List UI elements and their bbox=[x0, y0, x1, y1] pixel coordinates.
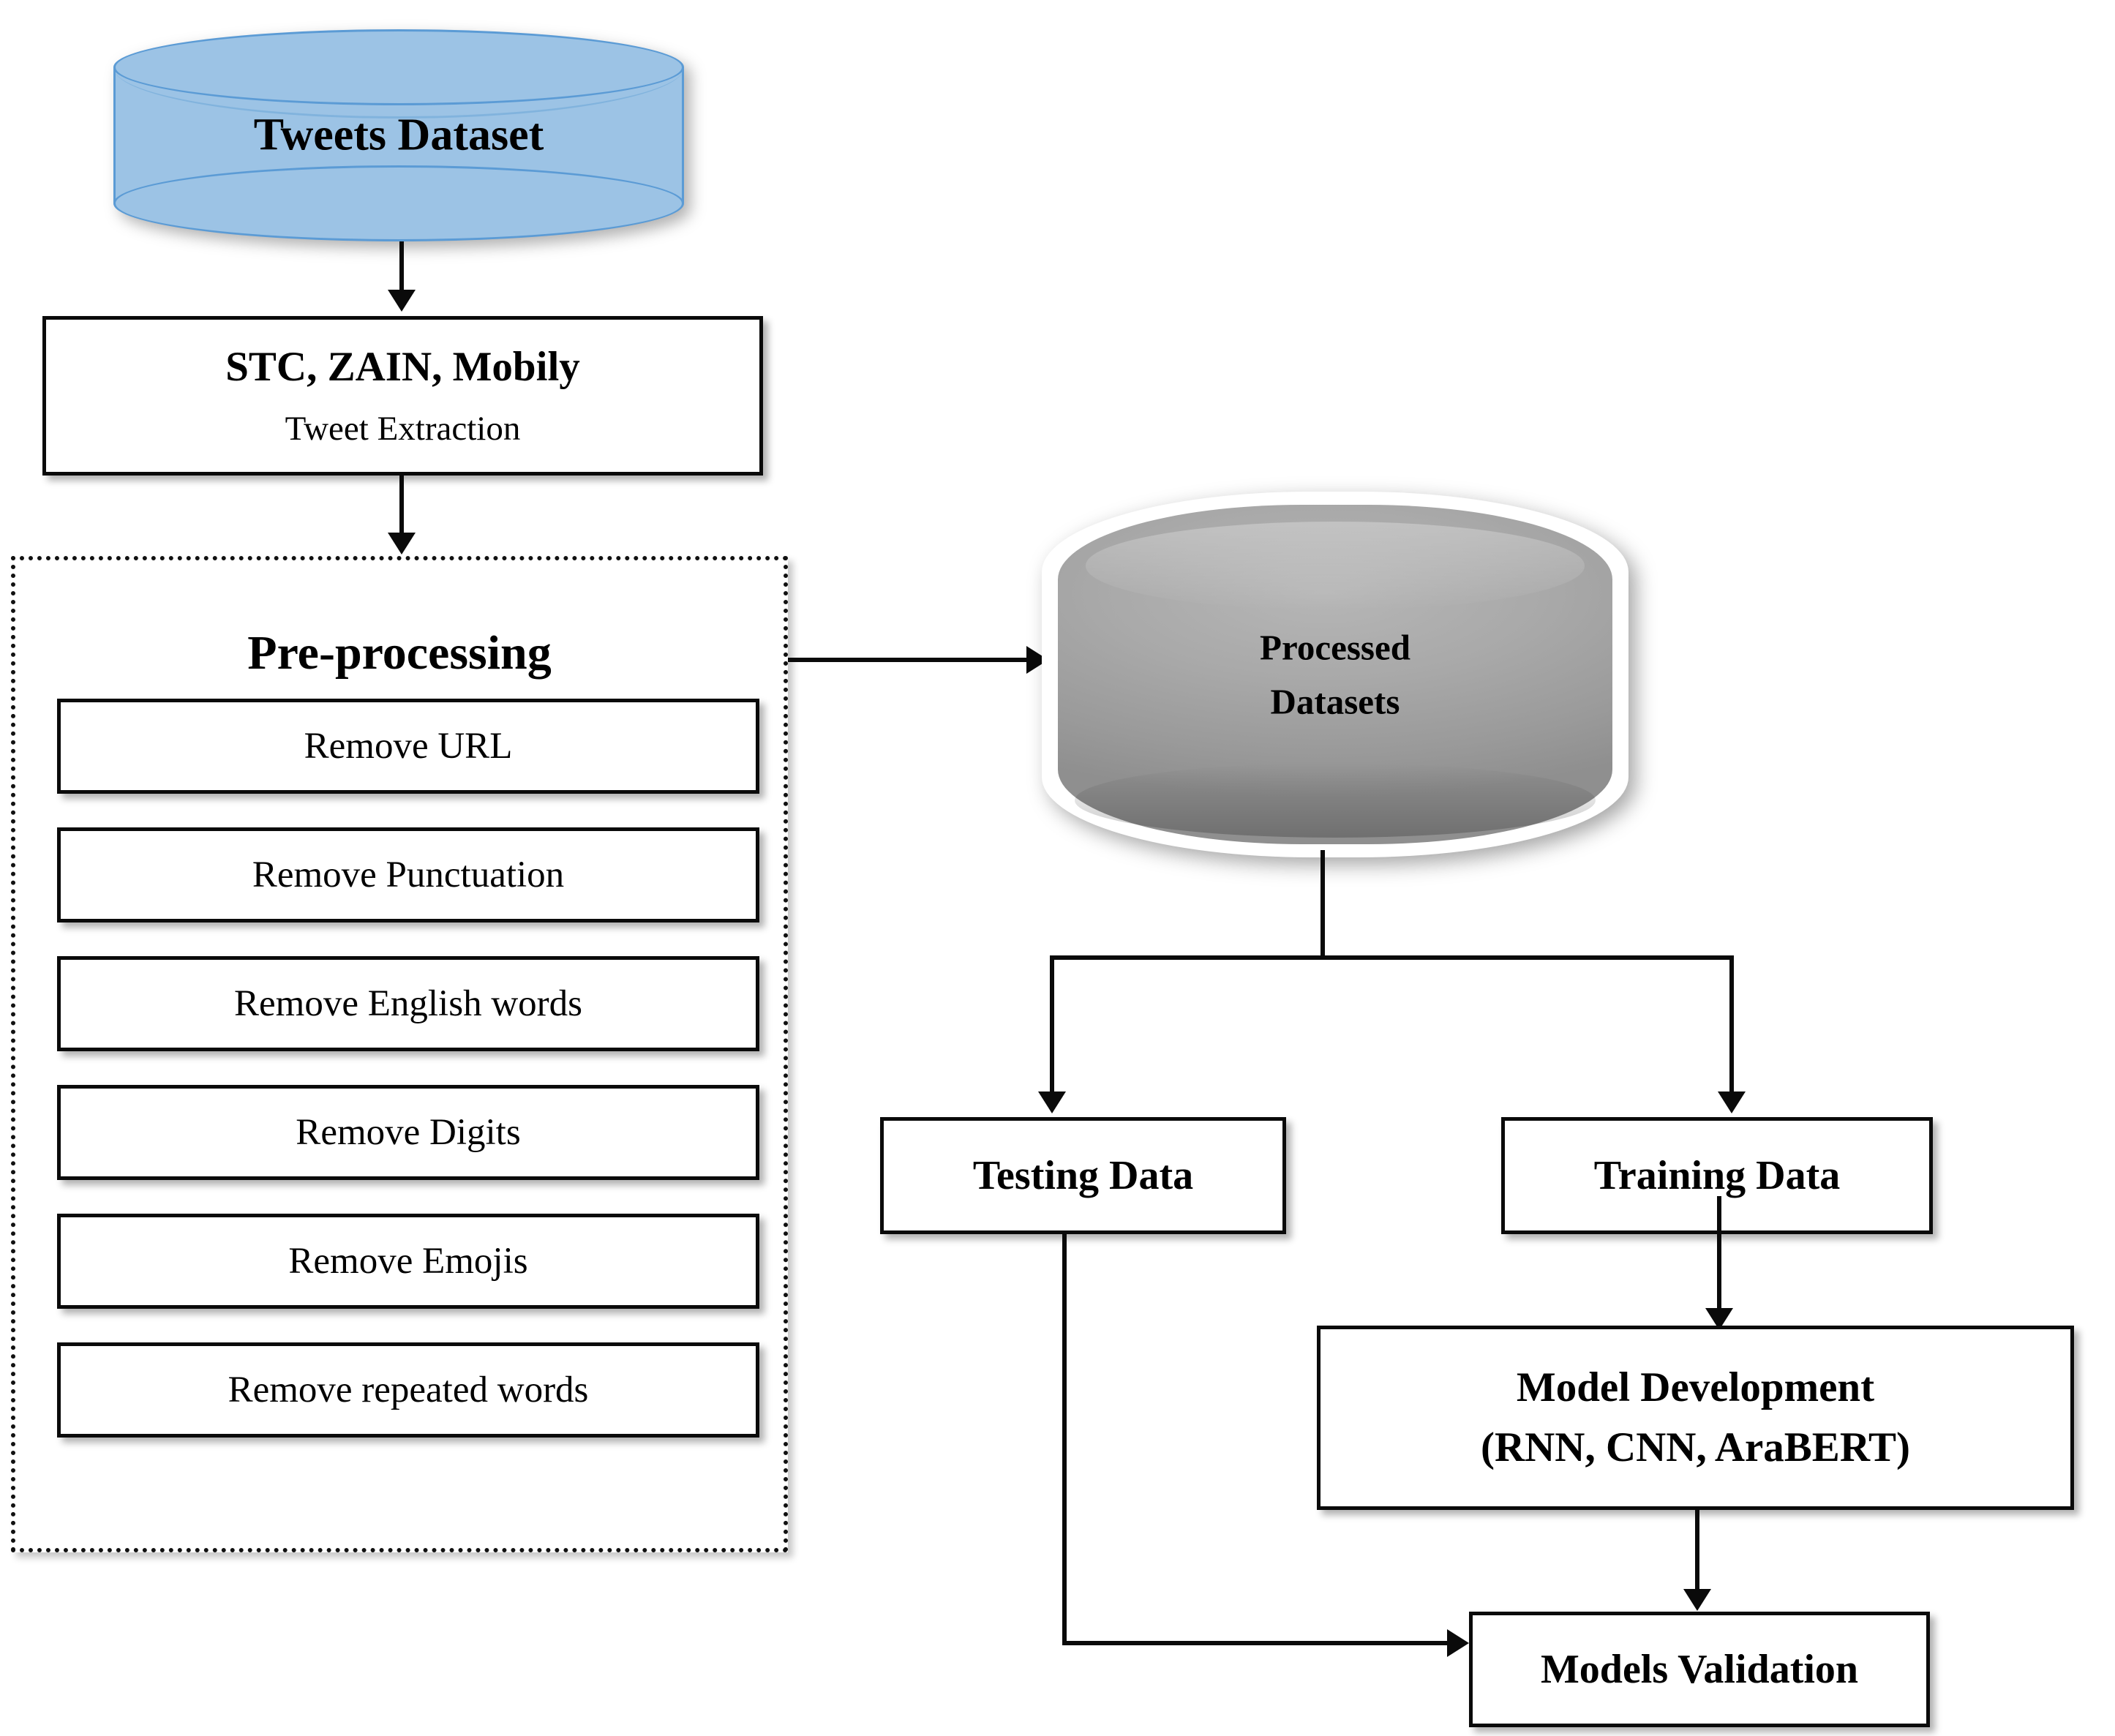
edge-preprocessing-to-processed-line bbox=[788, 658, 1029, 662]
edge-processed-to-testing-line bbox=[1050, 955, 1054, 1094]
edge-training-to-model-line bbox=[1717, 1196, 1721, 1319]
edge-testing-to-validation-horizontal bbox=[1062, 1641, 1450, 1645]
tweets-dataset-cylinder[interactable]: Tweets Dataset bbox=[113, 29, 684, 241]
edge-processed-split-crossbar bbox=[1050, 955, 1734, 960]
preprocessing-step-label: Remove URL bbox=[304, 725, 513, 767]
edge-processed-to-testing-arrowhead bbox=[1038, 1091, 1066, 1113]
edge-testing-to-validation-arrowhead bbox=[1447, 1629, 1469, 1657]
model-development-line-2: (RNN, CNN, AraBERT) bbox=[1481, 1424, 1910, 1470]
testing-data-label: Testing Data bbox=[972, 1152, 1194, 1198]
preprocessing-step-label: Remove English words bbox=[234, 982, 582, 1024]
cylinder-bottom-ellipse bbox=[113, 165, 684, 241]
edge-processed-to-training-arrowhead bbox=[1718, 1091, 1746, 1113]
barrel-bottom-shadow bbox=[1074, 762, 1596, 838]
preprocessing-step-remove-repeated-words[interactable]: Remove repeated words bbox=[57, 1342, 759, 1438]
preprocessing-step-remove-punctuation[interactable]: Remove Punctuation bbox=[57, 827, 759, 923]
testing-data-box[interactable]: Testing Data bbox=[880, 1117, 1286, 1234]
processed-datasets-line-2: Datasets bbox=[1270, 681, 1400, 721]
model-development-box[interactable]: Model Development (RNN, CNN, AraBERT) bbox=[1317, 1326, 2074, 1510]
preprocessing-step-remove-digits[interactable]: Remove Digits bbox=[57, 1085, 759, 1180]
tweets-dataset-label: Tweets Dataset bbox=[253, 110, 544, 160]
edge-processed-to-training-line bbox=[1729, 955, 1734, 1094]
edge-dataset-to-extraction-arrowhead bbox=[388, 290, 416, 312]
edge-model-to-validation-line bbox=[1695, 1510, 1699, 1596]
edge-testing-to-validation-vertical bbox=[1062, 1234, 1067, 1645]
barrel-inner-body bbox=[1058, 505, 1612, 844]
edge-processed-split-stem bbox=[1321, 850, 1325, 958]
processed-datasets-line-1: Processed bbox=[1260, 627, 1410, 668]
processed-datasets-label-group: Processed Datasets bbox=[1042, 621, 1628, 729]
edge-extraction-to-preprocessing-line bbox=[399, 476, 404, 534]
preprocessing-step-remove-english-words[interactable]: Remove English words bbox=[57, 956, 759, 1051]
tweet-extraction-box[interactable]: STC, ZAIN, Mobily Tweet Extraction bbox=[42, 316, 763, 476]
preprocessing-step-remove-url[interactable]: Remove URL bbox=[57, 699, 759, 794]
cylinder-inner-shade bbox=[113, 67, 684, 119]
model-development-line-1: Model Development bbox=[1516, 1364, 1875, 1411]
preprocessing-step-remove-emojis[interactable]: Remove Emojis bbox=[57, 1214, 759, 1309]
preprocessing-step-label: Remove repeated words bbox=[228, 1369, 589, 1410]
tweet-extraction-line-2: Tweet Extraction bbox=[285, 410, 521, 448]
models-validation-box[interactable]: Models Validation bbox=[1469, 1612, 1930, 1727]
preprocessing-step-label: Remove Digits bbox=[296, 1111, 521, 1153]
barrel-top-highlight bbox=[1085, 522, 1585, 610]
preprocessing-step-label: Remove Punctuation bbox=[252, 854, 565, 895]
models-validation-label: Models Validation bbox=[1540, 1646, 1859, 1692]
edge-extraction-to-preprocessing-arrowhead bbox=[388, 533, 416, 555]
preprocessing-step-label: Remove Emojis bbox=[288, 1240, 528, 1282]
processed-datasets-barrel[interactable]: Processed Datasets bbox=[1042, 492, 1628, 857]
tweet-extraction-line-1: STC, ZAIN, Mobily bbox=[225, 343, 580, 390]
training-data-label: Training Data bbox=[1593, 1152, 1841, 1198]
edge-dataset-to-extraction-line bbox=[399, 241, 404, 293]
preprocessing-title: Pre-processing bbox=[247, 626, 552, 680]
edge-model-to-validation-arrowhead bbox=[1683, 1589, 1711, 1611]
